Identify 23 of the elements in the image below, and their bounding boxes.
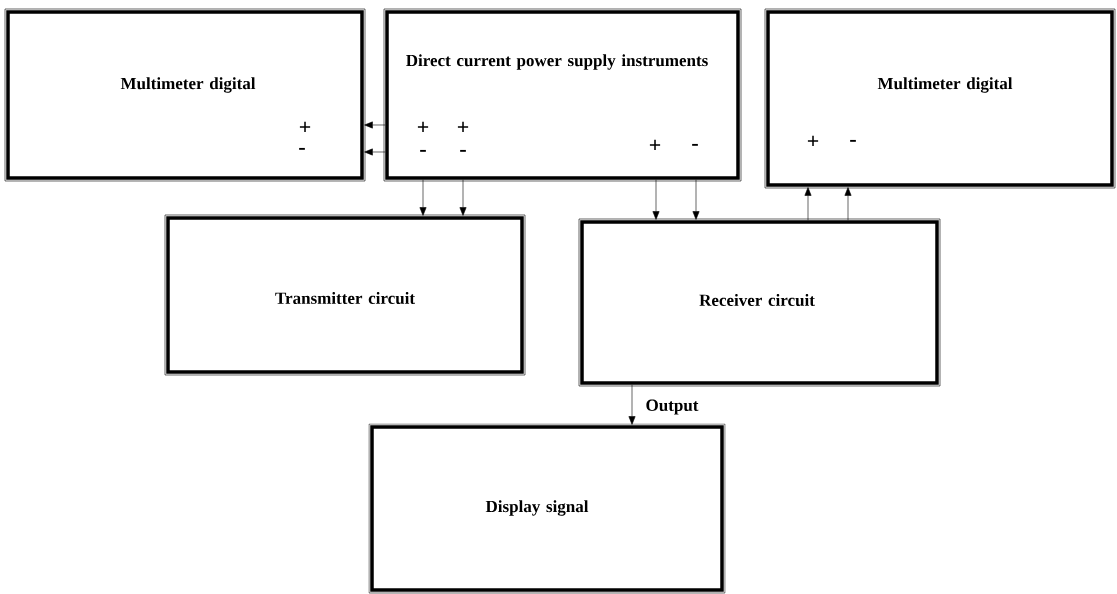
polarity-sign: + bbox=[649, 139, 661, 151]
arrow bbox=[459, 179, 467, 216]
polarity-sign: - bbox=[850, 139, 856, 142]
arrow bbox=[804, 187, 812, 221]
arrow bbox=[628, 384, 636, 425]
polarity-sign: - bbox=[299, 147, 305, 150]
instrument-box: Display signal bbox=[368, 423, 726, 594]
polarity-sign: + bbox=[457, 121, 469, 133]
instrument-box: Transmitter circuit bbox=[164, 214, 526, 376]
polarity-sign: + bbox=[417, 121, 429, 133]
edge-label: Output bbox=[646, 399, 699, 415]
polarity-sign: + bbox=[299, 121, 311, 133]
arrow bbox=[652, 179, 660, 220]
instrument-box: Receiver circuit bbox=[578, 218, 941, 387]
arrow bbox=[844, 187, 852, 221]
polarity-sign: - bbox=[420, 149, 426, 152]
arrow bbox=[364, 148, 386, 156]
arrow bbox=[364, 121, 386, 129]
arrow bbox=[419, 179, 427, 216]
polarity-sign: - bbox=[460, 149, 466, 152]
polarity-sign: - bbox=[692, 143, 698, 146]
polarity-sign: + bbox=[807, 135, 819, 147]
arrow bbox=[692, 179, 700, 220]
